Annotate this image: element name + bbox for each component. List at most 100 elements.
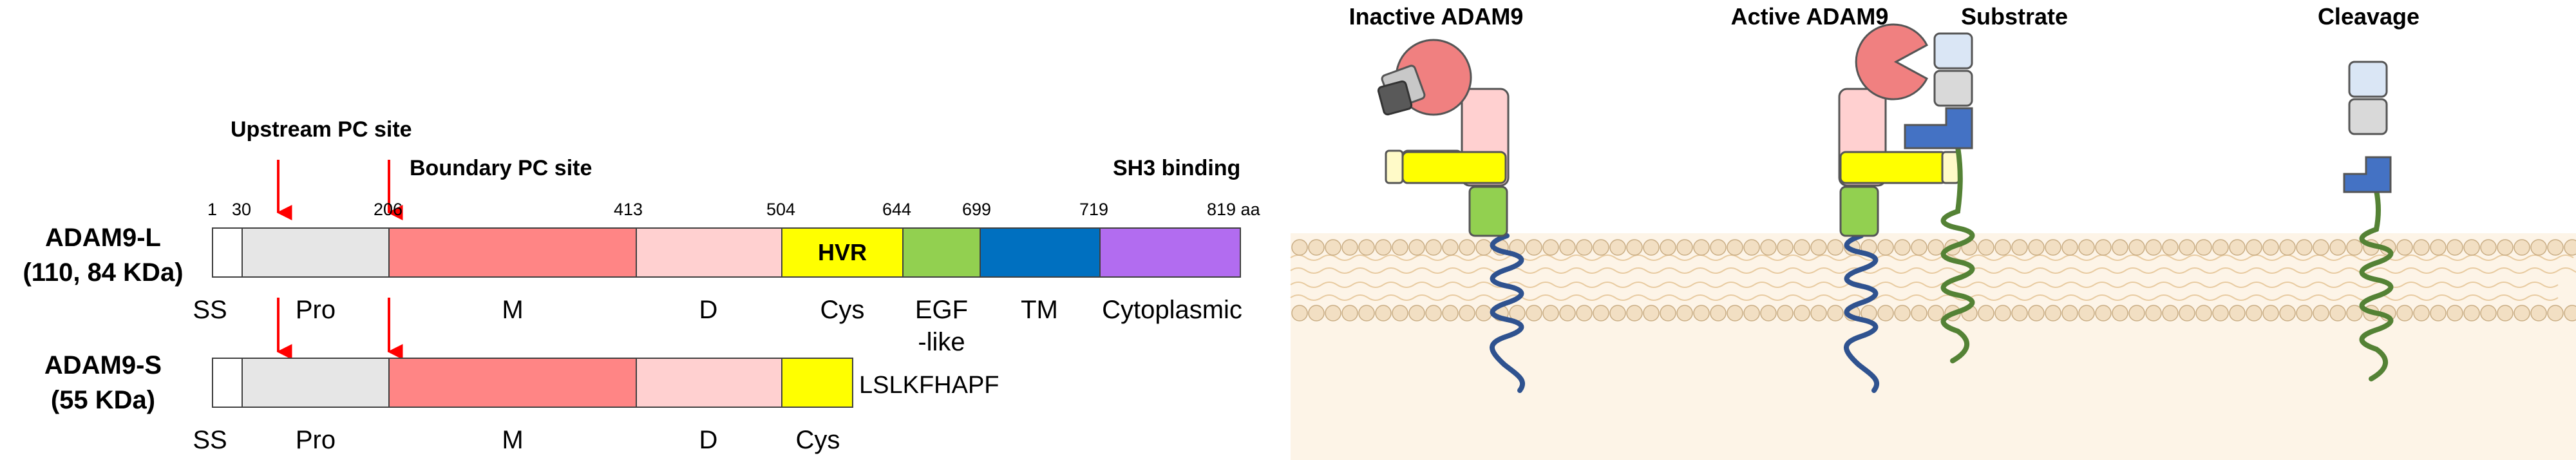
lipid-head [2262, 239, 2279, 256]
lipid-head [2430, 305, 2447, 321]
lipid-head [1392, 239, 1408, 256]
disintegrin-segment [636, 227, 782, 278]
label-m: M [502, 296, 523, 324]
lipid-head [1425, 305, 1442, 321]
lipid-head [2179, 305, 2195, 321]
lipid-head [1308, 305, 1325, 321]
lipid-head [1660, 239, 1676, 256]
lipid-head [1626, 305, 1643, 321]
prodomain-icon [1377, 64, 1426, 116]
lipid-head [2279, 305, 2296, 321]
lipid-head [1425, 239, 1442, 256]
lipid-head [1643, 239, 1660, 256]
lipid-head [1459, 239, 1475, 256]
lipid-head [2313, 305, 2329, 321]
label-tm: TM [1021, 296, 1058, 324]
egf-like-segment [902, 227, 981, 278]
lipid-head [2430, 239, 2447, 256]
cysteine-rich-segment [781, 227, 904, 278]
lipid-head [2279, 239, 2296, 256]
lipid-head [2530, 239, 2547, 256]
label-egf: EGF [915, 296, 968, 324]
label-cytoplasmic: Cytoplasmic [1102, 296, 1242, 324]
position-699: 699 [962, 200, 991, 219]
inactive-cys-rich-arm [1401, 151, 1507, 184]
lipid-head [2329, 305, 2346, 321]
lipid-head [2212, 239, 2229, 256]
lipid-head [2112, 305, 2128, 321]
lipid-head [2095, 239, 2112, 256]
substrate-tm-helix [1940, 144, 1975, 363]
lipid-head [1927, 239, 1944, 256]
lipid-head [1559, 305, 1576, 321]
adam9-s-name: ADAM9-S [44, 351, 162, 379]
lipid-head [2078, 305, 2095, 321]
lipid-head [1810, 305, 1827, 321]
lipid-head [2346, 305, 2363, 321]
lipid-head [2547, 239, 2564, 256]
lipid-head [1475, 305, 1492, 321]
lipid-head [1341, 239, 1358, 256]
lipid-head [1526, 239, 1542, 256]
lipid-head [2497, 305, 2514, 321]
lipid-head [1291, 305, 1308, 321]
lipid-head [1593, 305, 1609, 321]
residue-positions: 1 30 206 413 504 644 699 719 819 aa [207, 200, 1261, 219]
lipid-heads-inner-leaflet [1291, 305, 2576, 321]
lipid-head [1994, 239, 2011, 256]
lipid-head [1375, 239, 1392, 256]
position-1: 1 [207, 200, 217, 219]
lipid-head [1710, 239, 1727, 256]
lipid-head [2246, 239, 2262, 256]
lipid-head [1760, 239, 1777, 256]
membrane-background [1291, 233, 2576, 460]
lipid-head [1693, 239, 1710, 256]
adam9-l-name: ADAM9-L [45, 224, 161, 252]
substrate-gray-domain [1933, 70, 1973, 107]
lipid-head [2463, 305, 2480, 321]
lipid-head [1877, 305, 1894, 321]
metalloprotease-segment [388, 227, 637, 278]
active-tm-helix [1844, 233, 1880, 393]
lipid-head [1375, 305, 1392, 321]
lipid-head [1676, 305, 1693, 321]
s-cysteine-rich-segment [781, 358, 853, 408]
label-d: D [699, 296, 718, 324]
s-label-cys: Cys [796, 426, 840, 454]
lipid-head [1777, 305, 1794, 321]
lipid-head [1760, 305, 1777, 321]
s-pro-segment [242, 358, 390, 408]
lipid-head [1927, 305, 1944, 321]
lipid-head [2514, 305, 2530, 321]
active-adam9-schematic [1838, 23, 1960, 393]
title-inactive-adam9: Inactive ADAM9 [1349, 3, 1524, 30]
lipid-head [1911, 239, 1927, 256]
lipid-head [2112, 239, 2128, 256]
lipid-head [2061, 239, 2078, 256]
lipid-head [1743, 305, 1760, 321]
s-label-d: D [699, 426, 718, 454]
cleaved-blue-domain [2343, 156, 2392, 193]
adam9-s-domain-labels: SS Pro M D Cys [193, 426, 840, 454]
hvr-label: HVR [818, 239, 867, 265]
lipid-head [1542, 239, 1559, 256]
label-ss: SS [193, 296, 227, 324]
lipid-head [1660, 305, 1676, 321]
lipid-head [1978, 239, 1994, 256]
lipid-head [1408, 305, 1425, 321]
lipid-head [1358, 239, 1375, 256]
lipid-head [1593, 239, 1609, 256]
lipid-head [1911, 305, 1927, 321]
lipid-head [2547, 305, 2564, 321]
label-cys: Cys [820, 296, 865, 324]
lipid-head [2530, 305, 2547, 321]
lipid-head [2480, 305, 2497, 321]
lipid-head [1777, 239, 1794, 256]
adam9-l-bar [212, 227, 1241, 278]
lipid-head [2011, 239, 2028, 256]
lipid-head [2229, 239, 2246, 256]
lipid-head [1827, 305, 1844, 321]
active-cysteine-rich-domain [1839, 151, 1947, 184]
substrate-schematic [1904, 32, 1975, 363]
lipid-head [2346, 239, 2363, 256]
